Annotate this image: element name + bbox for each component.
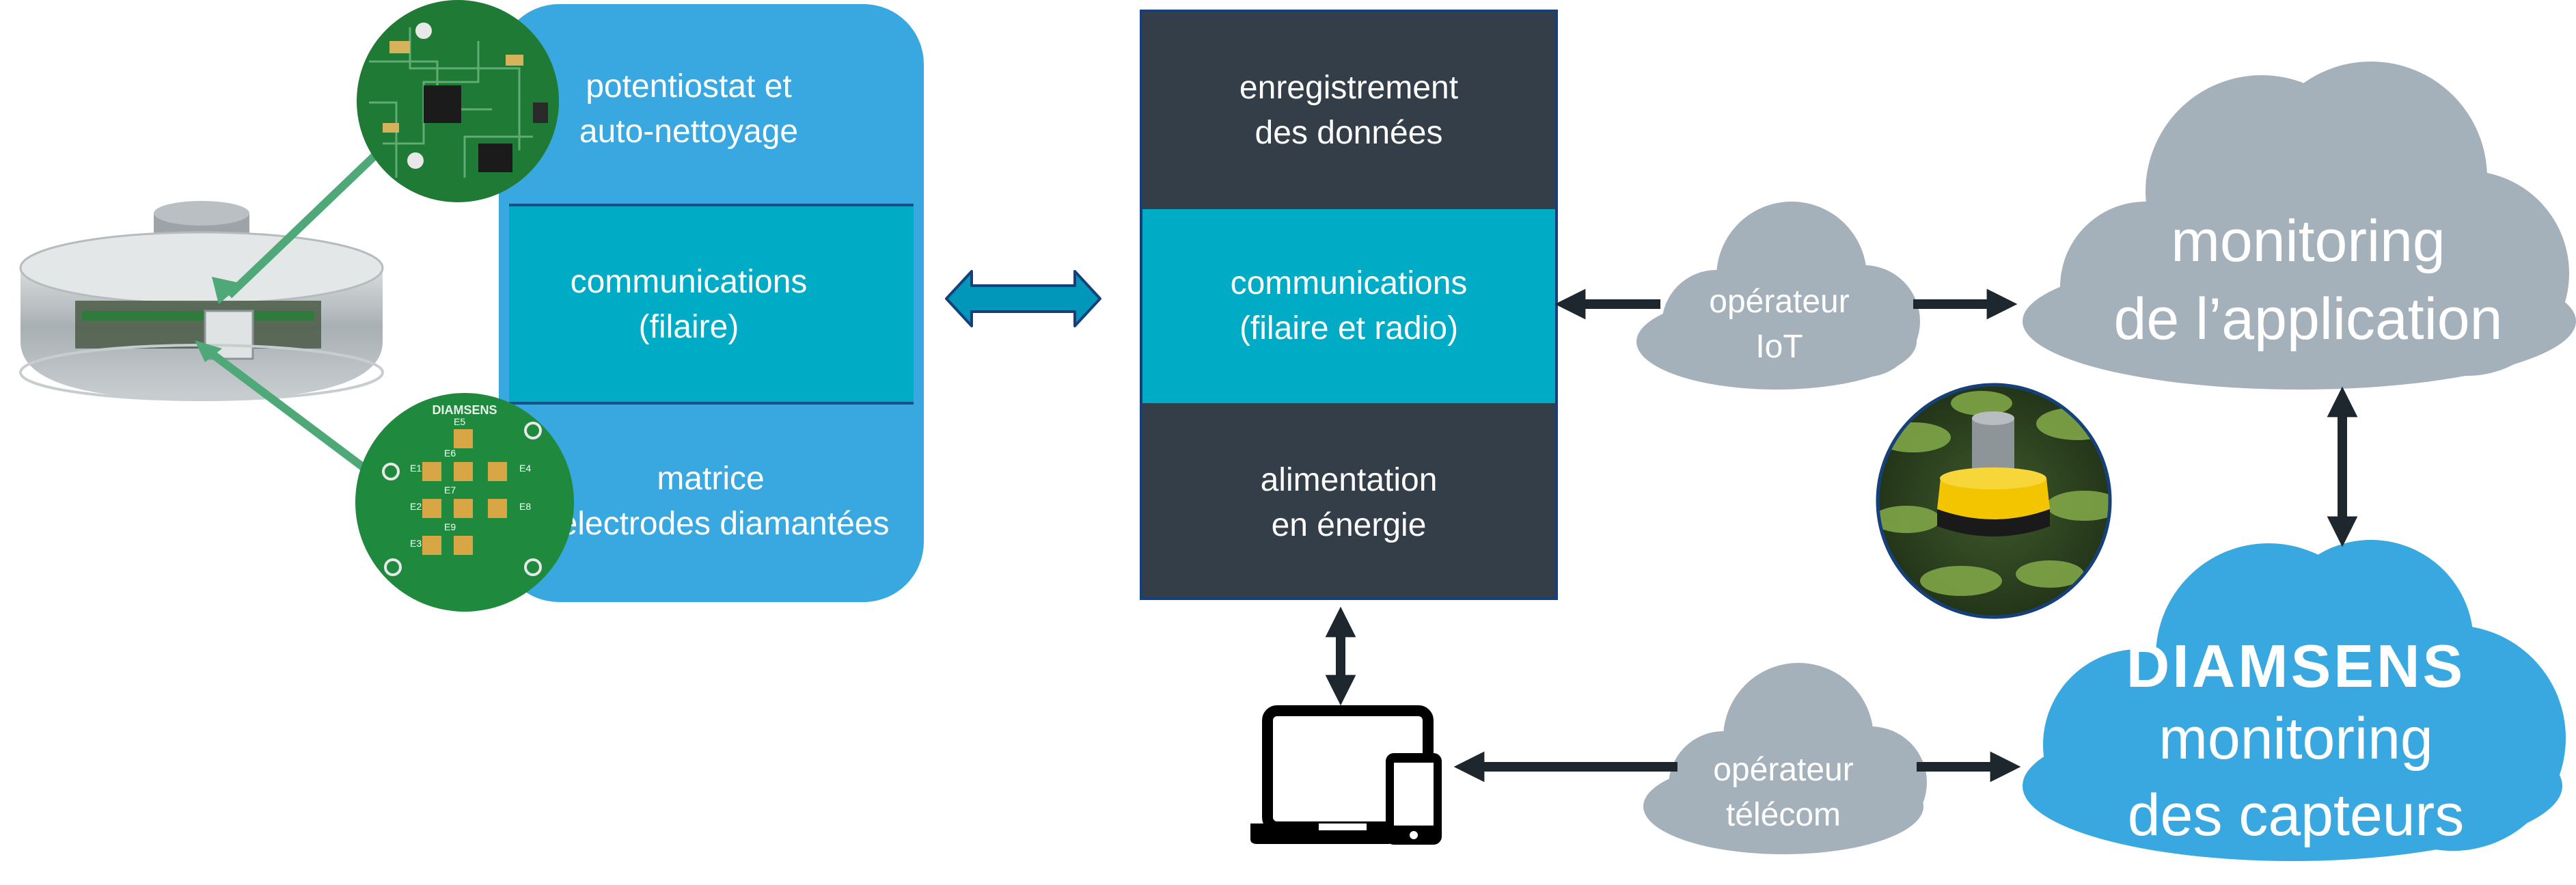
laptop-phone-icon <box>1250 705 1442 845</box>
electrode-label: E1 <box>410 463 422 474</box>
potentiostat-pcb-image <box>357 0 559 202</box>
sensor-top-label-line1: potentiostat et <box>586 68 792 105</box>
application-monitoring-label-line2: de l’application <box>2114 286 2503 352</box>
gateway-top-label-line1: enregistrement <box>1239 70 1458 106</box>
telecom-operator-cloud: opérateur télécom <box>1643 663 1927 854</box>
diamsens-brand-label: DIAMSENS <box>2126 632 2466 700</box>
gateway-bottom-label-line2: en énergie <box>1272 507 1427 543</box>
sensor-mid-label-line1: communications <box>571 264 808 300</box>
iot-operator-label-line2: IoT <box>1755 329 1803 365</box>
gateway-bottom-label-line1: alimentation <box>1261 462 1438 498</box>
iot-operator-label-line1: opérateur <box>1709 284 1849 320</box>
electrode-label: E8 <box>519 501 531 512</box>
diamsens-monitoring-label-line1: monitoring <box>2159 706 2433 772</box>
sensor-device-image <box>19 201 384 401</box>
buoy-photo <box>1876 383 2112 619</box>
electrode-label: E6 <box>444 448 456 459</box>
electrode-label: E3 <box>410 538 422 549</box>
connector-line-top <box>225 126 405 299</box>
connector-line-bottom <box>202 345 385 485</box>
pcb-brand-label: DIAMSENS <box>432 403 497 417</box>
sensor-bottom-label-line2: électrodes diamantées <box>560 506 890 542</box>
telecom-operator-label-line1: opérateur <box>1713 752 1853 788</box>
electrode-pads <box>422 429 507 555</box>
sensor-top-label-line2: auto-nettoyage <box>579 113 798 150</box>
sensor-comm-band <box>509 205 914 403</box>
iot-operator-cloud: opérateur IoT <box>1636 202 1920 390</box>
diamsens-monitoring-label-line2: des capteurs <box>2128 782 2464 848</box>
electrode-label: E2 <box>410 501 422 512</box>
gateway-block: enregistrement des données communication… <box>1140 10 1558 600</box>
diamsens-monitoring-cloud: DIAMSENS monitoring des capteurs <box>2023 540 2566 861</box>
telecom-operator-label-line2: télécom <box>1726 797 1841 833</box>
gateway-comm-band <box>1142 209 1555 403</box>
gateway-mid-label-line2: (filaire et radio) <box>1239 310 1458 346</box>
sensor-block: potentiostat et auto-nettoyage communica… <box>499 4 924 602</box>
electrode-label: E9 <box>444 521 456 532</box>
sensor-gateway-double-arrow <box>945 270 1101 327</box>
gateway-mid-label-line1: communications <box>1231 265 1468 301</box>
sensor-mid-label-line2: (filaire) <box>639 309 739 345</box>
electrode-label: E4 <box>519 463 531 474</box>
gateway-top-label-line2: des données <box>1255 115 1443 151</box>
electrode-label: E7 <box>444 485 456 495</box>
application-monitoring-cloud: monitoring de l’application <box>2023 62 2576 390</box>
sensor-bottom-label-line1: matrice <box>657 461 764 497</box>
electrode-label: E5 <box>454 416 465 427</box>
application-monitoring-label-line1: monitoring <box>2171 208 2445 274</box>
